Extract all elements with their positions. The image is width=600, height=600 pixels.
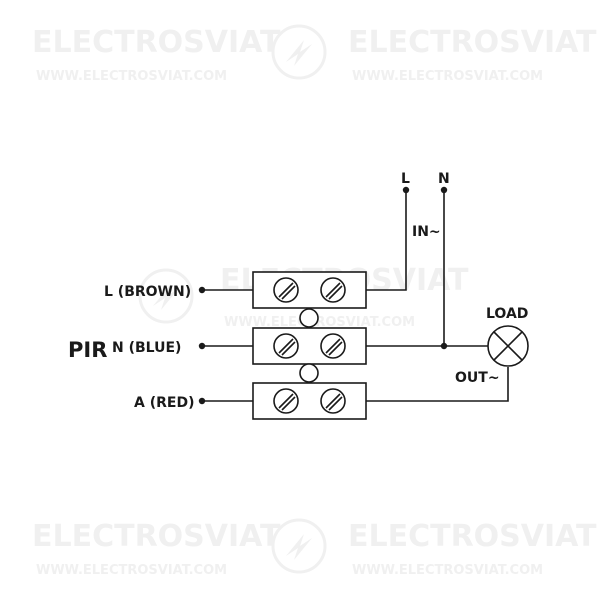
terminal-row-2	[252, 327, 367, 365]
dot-junction-n	[440, 342, 448, 350]
label-n-blue: N (BLUE)	[112, 340, 181, 356]
watermark-logo-icon	[138, 268, 194, 324]
label-a-red: A (RED)	[134, 395, 194, 411]
dot-supply-n	[440, 186, 448, 194]
dot-supply-l	[402, 186, 410, 194]
watermark-url: WWW.ELECTROSVIAT.COM	[352, 563, 543, 578]
watermark-brand: ELECTROSVIAT	[32, 519, 281, 554]
watermark-top: ELECTROSVIAT WWW.ELECTROSVIAT.COM ELECTR…	[32, 24, 597, 84]
label-input: IN~	[412, 224, 441, 240]
screw-icon	[320, 388, 346, 414]
label-pir: PIR	[68, 338, 107, 362]
watermark-brand: ELECTROSVIAT	[32, 25, 281, 60]
watermark-url: WWW.ELECTROSVIAT.COM	[224, 315, 415, 330]
label-load: LOAD	[486, 306, 528, 322]
dot-a-red	[198, 397, 206, 405]
dot-l-brown	[198, 286, 206, 294]
screw-icon	[273, 388, 299, 414]
label-supply-l: L	[401, 171, 410, 187]
watermark-brand: ELECTROSVIAT	[348, 25, 597, 60]
wires	[202, 190, 509, 402]
watermark-logo-icon	[271, 518, 327, 574]
label-supply-n: N	[438, 171, 450, 187]
terminal-dots	[198, 186, 448, 405]
dot-n-blue	[198, 342, 206, 350]
terminal-screws	[273, 277, 346, 414]
terminal-row-1	[252, 271, 367, 309]
label-l-brown: L (BROWN)	[104, 284, 191, 300]
watermark-logo-icon	[271, 24, 327, 80]
screw-icon	[320, 277, 346, 303]
screw-icon	[320, 333, 346, 359]
watermark-url: WWW.ELECTROSVIAT.COM	[36, 69, 227, 84]
watermark-bottom: ELECTROSVIAT WWW.ELECTROSVIAT.COM ELECTR…	[32, 518, 597, 578]
wire-out-to-load	[366, 367, 509, 402]
label-output: OUT~	[455, 370, 500, 386]
terminal-block	[252, 271, 367, 420]
watermark-url: WWW.ELECTROSVIAT.COM	[352, 69, 543, 84]
terminal-hole-1	[299, 308, 319, 328]
watermark-brand: ELECTROSVIAT	[348, 519, 597, 554]
screw-icon	[273, 333, 299, 359]
screw-icon	[273, 277, 299, 303]
load-lamp-icon	[487, 325, 529, 367]
terminal-row-3	[252, 382, 367, 420]
wire-supply-l	[366, 190, 407, 291]
terminal-hole-2	[299, 363, 319, 383]
watermark-url: WWW.ELECTROSVIAT.COM	[36, 563, 227, 578]
